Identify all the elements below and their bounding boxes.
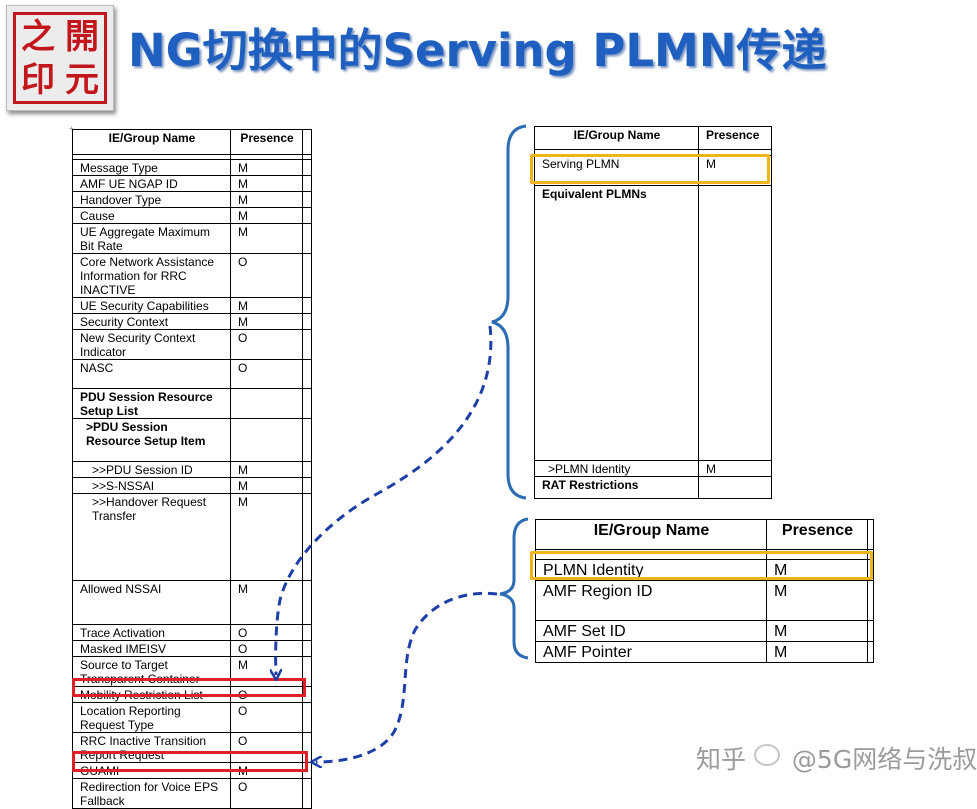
ie-presence bbox=[698, 185, 772, 461]
ie-presence: O bbox=[230, 253, 303, 298]
watermark-zhihu: 知乎 bbox=[696, 745, 747, 774]
ie-presence: M bbox=[230, 656, 303, 687]
column-header-presence: Presence bbox=[230, 129, 303, 155]
ie-name: Location Reporting Request Type bbox=[72, 702, 231, 733]
ie-name: AMF UE NGAP ID bbox=[72, 175, 231, 192]
brace-guami bbox=[499, 517, 529, 660]
ie-presence: M bbox=[230, 493, 303, 581]
column-header-presence: Presence bbox=[698, 126, 772, 150]
anchor-mark: + bbox=[69, 124, 74, 133]
ie-presence: O bbox=[230, 778, 303, 809]
table-row: Masked IMEISV O bbox=[72, 640, 312, 657]
ie-name: Cause bbox=[72, 207, 231, 224]
table-row: AMF UE NGAP ID M bbox=[72, 175, 312, 192]
table-row: Message Type M bbox=[72, 159, 312, 176]
ie-group-name: Equivalent PLMNs bbox=[534, 185, 699, 461]
handover-request-table: IE/Group Name Presence Message Type M AM… bbox=[72, 129, 312, 809]
ie-presence bbox=[698, 476, 772, 499]
ie-presence: M bbox=[766, 641, 868, 663]
column-header-presence: Presence bbox=[766, 519, 868, 550]
ie-presence: M bbox=[766, 580, 868, 621]
zhihu-logo-icon bbox=[753, 744, 780, 766]
ie-presence: O bbox=[230, 702, 303, 733]
ie-name: New Security Context Indicator bbox=[72, 329, 231, 360]
ie-presence: O bbox=[230, 329, 303, 360]
ie-group-name: RAT Restrictions bbox=[534, 476, 699, 499]
table-row: Allowed NSSAI M bbox=[72, 580, 312, 625]
table-row: UE Aggregate Maximum Bit Rate M bbox=[72, 223, 312, 254]
arrow-to-guami bbox=[316, 591, 498, 762]
ie-presence: M bbox=[230, 580, 303, 625]
logo-char: 印 bbox=[21, 59, 55, 100]
ie-name: AMF Pointer bbox=[535, 641, 767, 663]
arrow-to-mobility-restriction bbox=[276, 325, 493, 675]
ie-name: Core Network Assistance Information for … bbox=[72, 253, 231, 298]
logo-char: 開 bbox=[65, 16, 99, 57]
table-row: >PDU Session Resource Setup Item bbox=[72, 418, 312, 462]
guami-table: IE/Group Name Presence PLMN Identity M A… bbox=[535, 519, 874, 663]
ie-name: Redirection for Voice EPS Fallback bbox=[72, 778, 231, 809]
table-row: Cause M bbox=[72, 207, 312, 224]
table-header-row: IE/Group Name Presence bbox=[535, 519, 874, 550]
table-row: RAT Restrictions bbox=[534, 476, 772, 499]
ie-name: >>Handover Request Transfer bbox=[72, 493, 231, 581]
table-row: AMF Pointer M bbox=[535, 641, 874, 663]
table-row: Equivalent PLMNs bbox=[534, 185, 772, 461]
logo-char: 之 bbox=[21, 16, 55, 57]
table-row: Trace Activation O bbox=[72, 624, 312, 641]
logo-char: 元 bbox=[65, 59, 99, 100]
mobility-restriction-list-table: IE/Group Name Presence Serving PLMN M Eq… bbox=[534, 126, 772, 499]
annotation-overlay bbox=[0, 124, 529, 799]
column-header-ie: IE/Group Name bbox=[535, 519, 767, 550]
logo: 之 開 印 元 bbox=[6, 5, 114, 111]
ie-name: Message Type bbox=[72, 159, 231, 176]
table-row: >>Handover Request Transfer M bbox=[72, 493, 312, 581]
table-row: Redirection for Voice EPS Fallback O bbox=[72, 778, 312, 809]
brace-mobility-restriction bbox=[491, 124, 527, 500]
watermark: 知乎 @5G网络与洗叔 bbox=[696, 740, 977, 776]
ie-presence: M bbox=[766, 559, 868, 581]
page-title: NG切换中的Serving PLMN传递 bbox=[128, 24, 827, 77]
table-row: RRC Inactive Transition Report Request O bbox=[72, 732, 312, 763]
table-row: Location Reporting Request Type O bbox=[72, 702, 312, 733]
ie-name: UE Aggregate Maximum Bit Rate bbox=[72, 223, 231, 254]
logo-seal: 之 開 印 元 bbox=[13, 12, 107, 104]
watermark-handle: @5G网络与洗叔 bbox=[791, 745, 977, 774]
table-row: New Security Context Indicator O bbox=[72, 329, 312, 360]
table-row: Core Network Assistance Information for … bbox=[72, 253, 312, 298]
ie-name: Masked IMEISV bbox=[72, 640, 231, 657]
table-row: >PLMN Identity M bbox=[534, 460, 772, 477]
